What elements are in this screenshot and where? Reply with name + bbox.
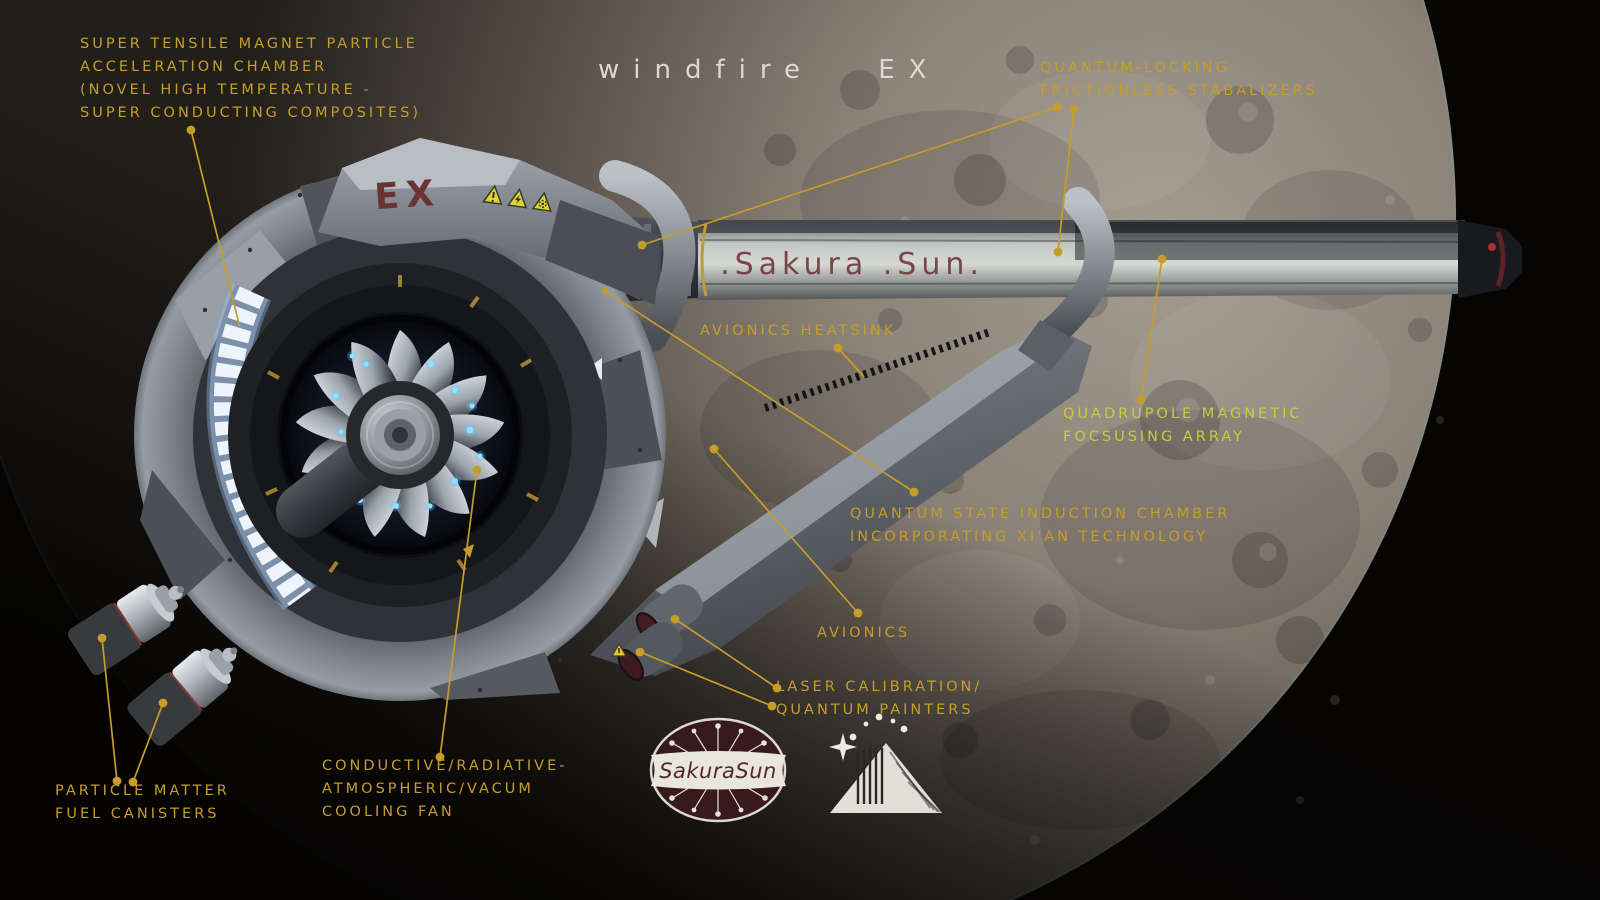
callout-line: CONDUCTIVE/RADIATIVE- (322, 758, 568, 774)
body-marking-text: EX (373, 173, 442, 219)
warning-icon (482, 184, 503, 206)
artwork-title: windfire EX (598, 55, 941, 85)
fuel-canister (127, 647, 238, 746)
callout-line: FUEL CANISTERS (55, 806, 220, 822)
callout-line: QUANTUM STATE INDUCTION CHAMBER (850, 506, 1231, 522)
callout-line: ATMOSPHERIC/VACUM (322, 781, 534, 797)
callout-line: SUPER TENSILE MAGNET PARTICLE (80, 36, 418, 52)
callout-line: QUANTUM-LOCKING (1040, 60, 1230, 76)
sakura-sun-starburst-logo: SakuraSun (649, 717, 787, 823)
leader-stabilizer-rear (1053, 104, 1079, 257)
pyramid-shadow-hatch (889, 751, 941, 813)
leader-laser-2 (635, 647, 777, 711)
callout-leader-lines (97, 102, 1167, 787)
callout-induction-chamber: QUANTUM STATE INDUCTION CHAMBER INCORPOR… (850, 503, 1230, 549)
stabilizer-hook-rear (1018, 187, 1115, 372)
high-voltage-icon (506, 187, 528, 209)
logo-text: SakuraSun (659, 759, 777, 783)
callout-line: (NOVEL HIGH TEMPERATURE - (80, 82, 372, 98)
callout-line: COOLING FAN (322, 804, 455, 820)
inner-ring-gold-ticks (265, 275, 539, 574)
muzzle (1458, 220, 1522, 298)
leader-laser-1 (670, 614, 782, 693)
callout-line: FOCSUSING ARRAY (1063, 429, 1245, 445)
barrel-gold-accent (700, 223, 708, 297)
callout-line: PARTICLE MATTER (55, 783, 230, 799)
leader-cooling-fan (435, 465, 482, 762)
leader-fuel-1 (97, 633, 122, 786)
fan-housing (134, 158, 666, 701)
leader-quadrupole (1136, 254, 1167, 405)
top-cowl: EX (318, 138, 660, 305)
callout-line: ACCELERATION CHAMBER (80, 59, 328, 75)
fan-hub (346, 381, 454, 489)
leader-heatsink (833, 343, 865, 378)
callout-line: QUANTUM PAINTERS (776, 702, 974, 718)
callout-cooling-fan: CONDUCTIVE/RADIATIVE- ATMOSPHERIC/VACUM … (322, 755, 567, 824)
callout-line: SUPER CONDUCTING COMPOSITES) (80, 105, 422, 121)
pyramid-stripes (856, 748, 884, 804)
stabilizer-hook-front (599, 160, 696, 352)
callout-laser-painters: LASER CALIBRATION/ QUANTUM PAINTERS (776, 676, 982, 722)
leader-stabilizer-front (637, 102, 1062, 250)
leader-induction-chamber (601, 287, 919, 497)
callout-fuel-canisters: PARTICLE MATTER FUEL CANISTERS (55, 780, 230, 826)
callout-avionics: AVIONICS (817, 622, 910, 645)
beacon-sparkle-dots (829, 713, 908, 761)
pyramid-beacon-logo (829, 713, 942, 813)
callout-line: QUADRUPOLE MAGNETIC (1063, 406, 1303, 422)
nozzle-hazard-icon (610, 642, 628, 657)
barrel-brand-text: .Sakura .Sun. (720, 247, 984, 282)
leader-acceleration-chamber (186, 125, 241, 329)
sparkle-star-icon (829, 733, 857, 761)
leader-avionics (709, 444, 863, 618)
callout-line: INCORPORATING XI'AN TECHNOLOGY (850, 529, 1209, 545)
leader-fuel-2 (128, 698, 168, 787)
callout-line: AVIONICS HEATSINK (700, 323, 897, 339)
radiation-icon (531, 191, 552, 213)
callout-avionics-heatsink: AVIONICS HEATSINK (700, 320, 896, 343)
callout-quadrupole-array: QUADRUPOLE MAGNETIC FOCSUSING ARRAY (1063, 403, 1302, 449)
callout-stabilizers: QUANTUM-LOCKING FRICTIONLESS STABALIZERS (1040, 57, 1318, 103)
callout-line: AVIONICS (817, 625, 911, 641)
callout-line: LASER CALIBRATION/ (776, 679, 983, 695)
hazard-icons (482, 184, 552, 213)
callout-line: FRICTIONLESS STABALIZERS (1040, 83, 1318, 99)
fuel-canisters (67, 583, 238, 746)
callout-acceleration-chamber: SUPER TENSILE MAGNET PARTICLE ACCELERATI… (80, 33, 421, 125)
